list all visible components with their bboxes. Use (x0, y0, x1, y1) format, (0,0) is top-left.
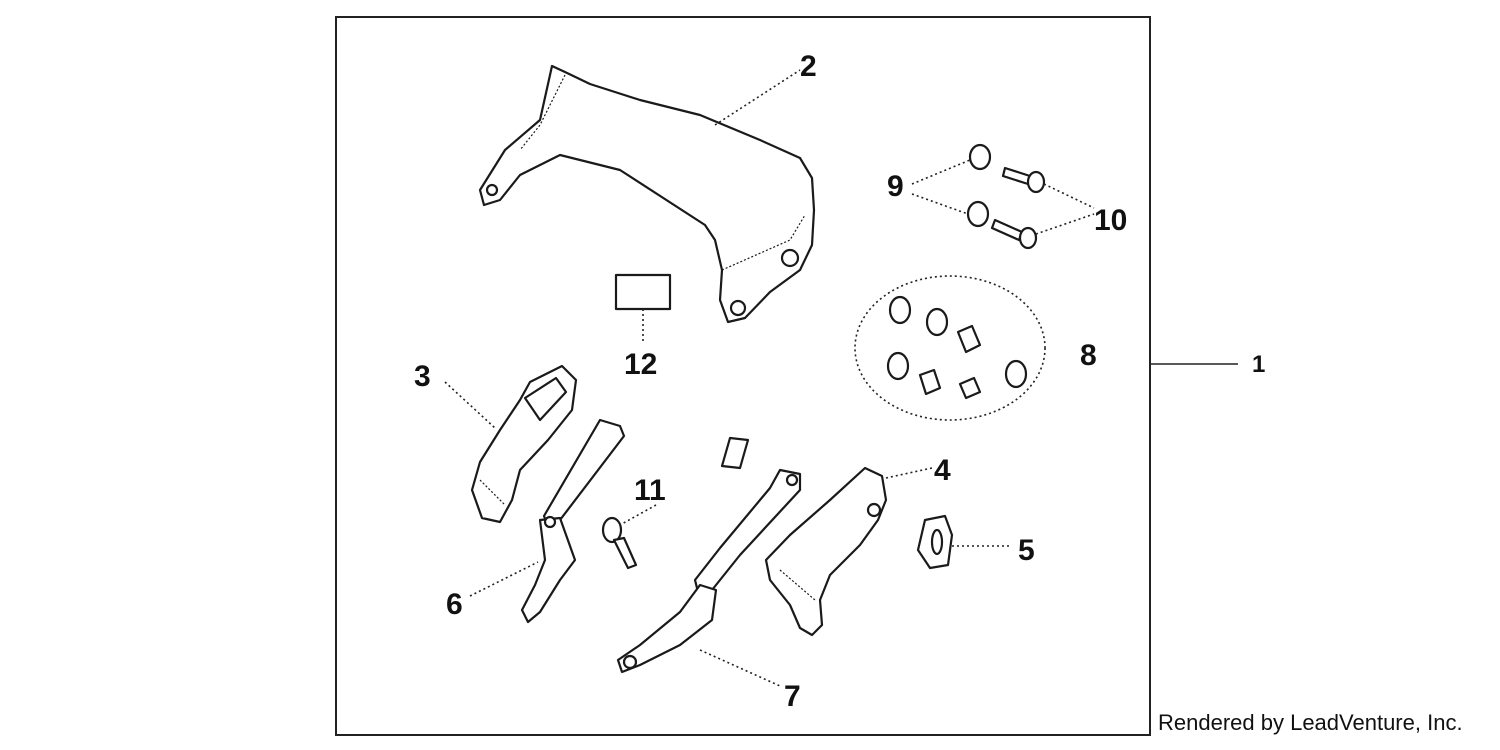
part-3-bracket[interactable] (470, 364, 578, 524)
callout-9: 9 (887, 170, 904, 203)
callout-1: 1 (1252, 351, 1265, 378)
part-4-bracket[interactable] (764, 466, 888, 637)
callout-11: 11 (634, 474, 666, 507)
part-2-windscreen[interactable] (478, 64, 816, 324)
callout-7: 7 (784, 680, 801, 713)
part-7-arm[interactable] (616, 468, 802, 674)
part-12-label[interactable] (614, 273, 672, 311)
leader-6 (469, 561, 539, 597)
callout-2: 2 (800, 50, 817, 83)
callout-4: 4 (934, 454, 951, 487)
leader-2 (714, 69, 801, 126)
callout-5: 5 (1018, 534, 1035, 567)
callout-12: 12 (624, 348, 657, 381)
part-10-bolts[interactable] (990, 166, 1046, 250)
part-11-bolt[interactable] (601, 516, 638, 570)
leader-11 (619, 504, 657, 526)
callout-10: 10 (1094, 204, 1127, 237)
leader-10b (1035, 213, 1095, 235)
part-9-washers[interactable] (966, 143, 992, 228)
part-8-grommets[interactable] (854, 275, 1046, 421)
leader-3 (444, 381, 496, 429)
leader-9a (911, 159, 971, 185)
leader-10a (1043, 183, 1095, 209)
part-5-grommet[interactable] (916, 514, 954, 570)
leader-9b (911, 193, 969, 215)
callout-8: 8 (1080, 339, 1097, 372)
clip[interactable] (720, 436, 750, 470)
callout-6: 6 (446, 588, 463, 621)
diagram-frame (335, 16, 1151, 736)
callout-3: 3 (414, 360, 431, 393)
render-credit: Rendered by LeadVenture, Inc. (1158, 710, 1463, 735)
leader-4 (885, 467, 933, 479)
leader-7 (699, 649, 781, 687)
part-6-stay[interactable] (520, 418, 626, 624)
